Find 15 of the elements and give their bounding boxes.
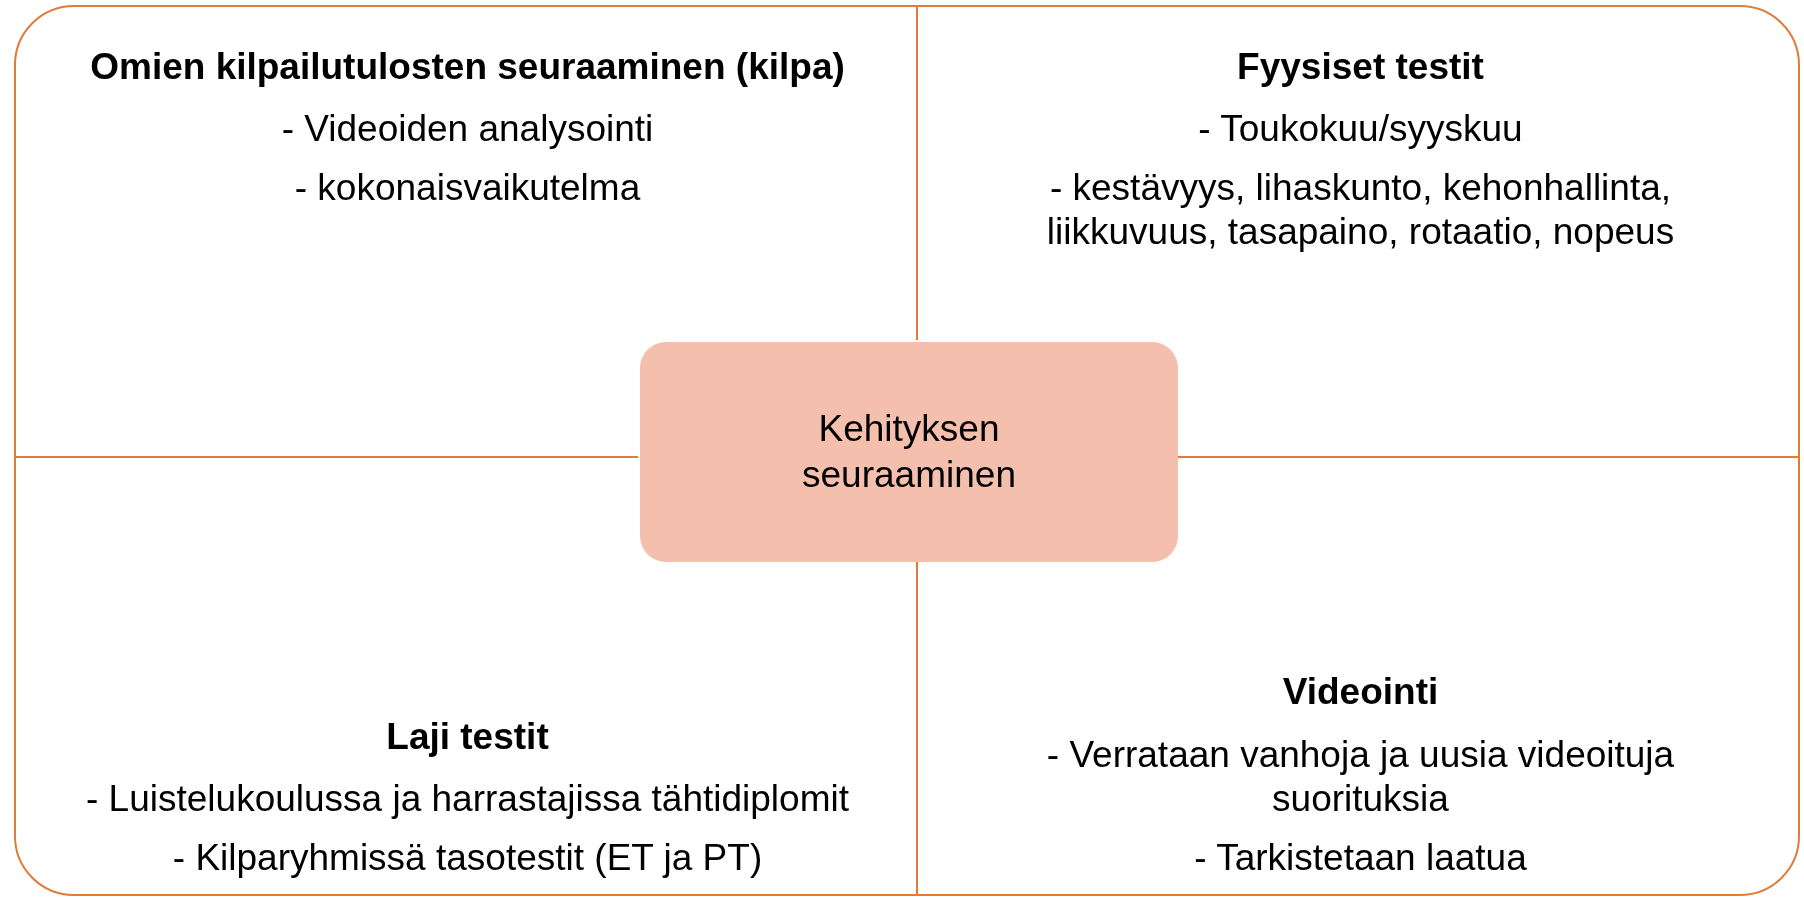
bullet-text: - Toukokuu/syyskuu — [1198, 107, 1523, 152]
quadrant-heading: Fyysiset testit — [1237, 45, 1484, 89]
bullet-text: - Verrataan vanhoja ja uusia videoituja suorituksia — [1045, 732, 1676, 822]
center-label: Kehityksen seuraaminen — [801, 406, 1017, 497]
quadrant-heading: Laji testit — [386, 714, 549, 759]
bullet-text: - Luistelukoulussa ja harrastajissa tähtidiplomit — [86, 777, 849, 822]
bullet-text: - Kilparyhmissä tasotestit (ET ja PT) — [172, 835, 763, 880]
quadrant-heading: Omien kilpailutulosten seuraaminen (kilpa) — [90, 45, 845, 89]
quadrant-heading: Videointi — [1282, 670, 1439, 715]
bullet-text: - kokonaisvaikutelma — [294, 165, 641, 210]
bullet-text: - kestävyys, lihaskunto, kehonhallinta, liikkuvuus, tasapaino, rotaatio, nopeus — [1045, 165, 1676, 255]
center-box — [640, 342, 1178, 562]
frame-box — [14, 5, 1800, 896]
bullet-text: - Videoiden analysointi — [281, 107, 654, 152]
bullet-text: - Tarkistetaan laatua — [1194, 835, 1527, 880]
